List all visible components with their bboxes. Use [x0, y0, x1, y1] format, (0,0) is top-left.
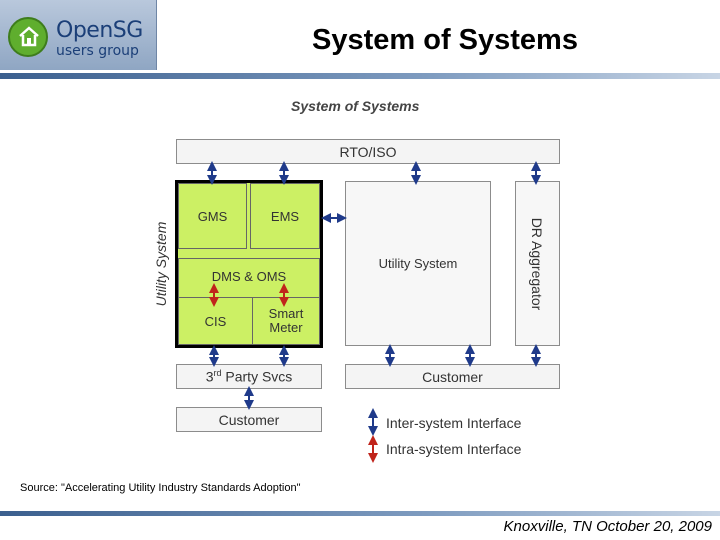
- third-party-svcs-label: 3rd Party Svcs: [205, 368, 293, 385]
- dms-oms-label: DMS & OMS: [211, 269, 287, 284]
- logo-name: OpenSG: [56, 18, 143, 43]
- cis-label: CIS: [204, 313, 227, 329]
- page-title: System of Systems: [312, 24, 578, 56]
- diagram-title: System of Systems: [291, 98, 420, 114]
- customer-bottom-label: Customer: [218, 411, 280, 428]
- legend-intra-label: Intra-system Interface: [386, 441, 522, 457]
- rto-iso-label: RTO/ISO: [339, 143, 397, 160]
- smart-meter-label-line1: Smart: [268, 306, 304, 321]
- footer-divider: [0, 511, 720, 516]
- footer-location-date: Knoxville, TN October 20, 2009: [503, 518, 712, 535]
- third-party-svcs-box: 3rd Party Svcs: [176, 364, 322, 389]
- customer-right-box: Customer: [345, 364, 560, 389]
- logo-panel: OpenSG users group: [0, 0, 157, 70]
- utility-system-box-label: Utility System: [378, 256, 458, 271]
- dms-oms-box: DMS & OMS: [178, 258, 320, 298]
- home-icon: [8, 17, 48, 57]
- customer-right-label: Customer: [422, 368, 483, 385]
- gms-box: GMS: [178, 183, 247, 249]
- smart-meter-box: Smart Meter: [252, 297, 320, 345]
- ems-label: EMS: [270, 208, 300, 224]
- ems-box: EMS: [250, 183, 320, 249]
- customer-bottom-box: Customer: [176, 407, 322, 432]
- header-divider: [0, 73, 720, 79]
- utility-system-box: Utility System: [345, 181, 491, 346]
- dr-aggregator-box: [515, 181, 560, 346]
- rto-iso-box: RTO/ISO: [176, 139, 560, 164]
- source-citation: Source: "Accelerating Utility Industry S…: [20, 482, 301, 494]
- legend-inter-label: Inter-system Interface: [386, 415, 522, 431]
- smart-meter-label-line2: Meter: [269, 320, 303, 335]
- gms-label: GMS: [197, 208, 228, 224]
- logo-subtitle: users group: [56, 43, 139, 59]
